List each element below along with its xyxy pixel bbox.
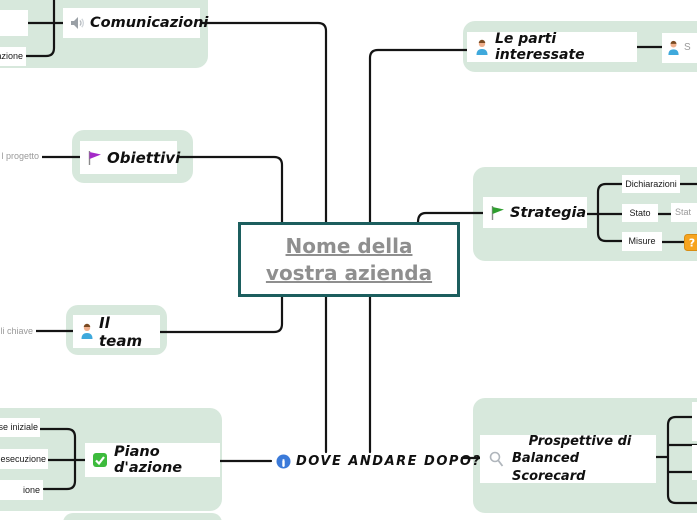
partial-node-fase-iniziale[interactable]: ase iniziale <box>0 418 40 437</box>
topic-piano-dazione[interactable]: Piano d'azione <box>85 443 220 477</box>
flag-purple-icon <box>87 150 102 166</box>
person-icon <box>667 40 680 56</box>
subtree-bg-cutoff-bottom <box>63 513 222 520</box>
checkmark-icon <box>92 452 108 468</box>
subtopic-misure[interactable]: Misure <box>622 232 662 251</box>
partial-node-ione[interactable]: ione <box>0 480 43 500</box>
topic-team[interactable]: Il team <box>73 313 160 350</box>
topic-label: Comunicazioni <box>90 15 209 31</box>
topic-label: Piano d'azione <box>114 444 183 476</box>
person-icon <box>80 323 94 340</box>
topic-label-line2: Balanced Scorecard <box>512 451 586 484</box>
topic-label: Strategia <box>510 204 587 221</box>
subtopic-dichiarazioni[interactable]: Dichiarazioni <box>622 175 680 193</box>
flag-green-icon <box>490 205 505 221</box>
subtopic-label: Misure <box>628 236 656 246</box>
central-topic-line1: Nome della <box>285 233 413 258</box>
subtopic-label: li chiave <box>0 325 33 336</box>
partial-node-chiave[interactable]: li chiave <box>0 321 36 341</box>
person-icon <box>475 39 489 56</box>
topic-label: Il team <box>99 313 143 350</box>
subtopic-label: Dichiarazioni <box>625 178 677 189</box>
topic-strategia[interactable]: Strategia <box>483 197 587 228</box>
subtopic-label: azione <box>0 51 23 61</box>
topic-label: Obiettivi <box>107 148 181 167</box>
topic-dove-andare-dopo[interactable]: DOVE ANDARE DOPO? <box>276 454 482 469</box>
topic-label: Le parti interessate <box>495 31 585 63</box>
partial-node-stato-note[interactable]: Stat <box>671 203 697 222</box>
subtopic-label: l progetto <box>1 151 39 161</box>
subtopic-label: Stat <box>675 207 692 217</box>
topic-label: DOVE ANDARE DOPO? <box>296 454 482 469</box>
partial-node-progetto[interactable]: l progetto <box>0 147 42 166</box>
subtopic-label: ione <box>22 484 40 495</box>
partial-node-bsc-child1[interactable] <box>692 402 697 441</box>
subtopic-label: Stato <box>629 207 651 218</box>
topic-label-line1: Prospettive di <box>528 433 632 449</box>
topic-parti-interessate[interactable]: Le parti interessate <box>467 31 637 63</box>
info-icon <box>276 454 291 469</box>
topic-prospettive-bsc[interactable]: Prospettive di Balanced Scorecard <box>480 433 656 484</box>
partial-node-misure-child[interactable]: ? <box>684 234 697 251</box>
partial-node-top-left[interactable] <box>0 10 28 36</box>
magnifier-icon <box>488 450 505 468</box>
subtopic-label: esecuzione <box>0 453 46 464</box>
partial-node-bsc-child2[interactable] <box>692 445 697 480</box>
central-topic-line2: vostra azienda <box>265 260 433 285</box>
central-topic-company-name[interactable]: Nome della vostra azienda <box>238 222 460 297</box>
topic-comunicazioni[interactable]: Comunicazioni <box>63 8 208 38</box>
subtopic-label: S <box>684 42 691 53</box>
partial-node-azione[interactable]: azione <box>0 47 26 66</box>
topic-obiettivi[interactable]: Obiettivi <box>80 141 181 174</box>
speaker-icon <box>69 15 85 31</box>
svg-text:?: ? <box>689 237 695 250</box>
partial-node-esecuzione[interactable]: esecuzione <box>0 449 48 469</box>
partial-node-parti-child[interactable]: S <box>662 33 697 63</box>
question-icon: ? <box>684 234 697 251</box>
subtopic-stato[interactable]: Stato <box>622 204 658 222</box>
subtopic-label: ase iniziale <box>0 422 38 432</box>
